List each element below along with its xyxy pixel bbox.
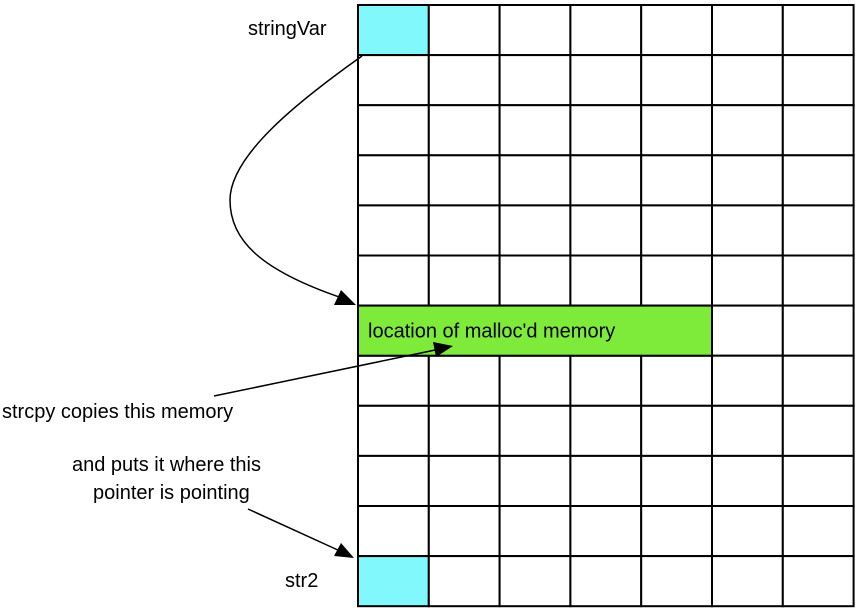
memory-cell: [357, 54, 430, 107]
strcpy-arrowhead: [433, 342, 453, 357]
memory-cell: [640, 254, 714, 307]
memory-cell: [427, 54, 501, 107]
memory-cell: [711, 354, 784, 407]
malloc-block-group: location of malloc'd memory: [357, 304, 713, 357]
strcpy-arrow: [213, 348, 441, 397]
memory-cell: [427, 104, 501, 157]
string-var-arrowhead: [334, 290, 356, 305]
str2-pointer-arrow: [247, 508, 341, 552]
memory-cell: [781, 505, 855, 558]
memory-cell: [498, 454, 572, 507]
memory-cell: [427, 4, 501, 57]
memory-cell: [427, 404, 501, 457]
memory-cell: [569, 505, 643, 558]
memory-cell: [498, 154, 572, 207]
memory-cell: [711, 505, 784, 558]
memory-cell: [427, 204, 501, 257]
string-var-label: stringVar: [248, 18, 327, 40]
memory-cell: [498, 54, 572, 107]
memory-cell: [498, 555, 572, 608]
memory-cell: [498, 505, 572, 558]
memory-cell: [498, 204, 572, 257]
memory-cell: [711, 204, 784, 257]
memory-cell: [711, 54, 784, 107]
memory-cell: [569, 104, 643, 157]
str2-label: str2: [285, 570, 318, 592]
memory-cell: [640, 204, 714, 257]
memory-cell: [711, 154, 784, 207]
memory-cell: [357, 404, 430, 457]
memory-cell: [569, 354, 643, 407]
memory-cell: [640, 4, 714, 57]
memory-cell: [781, 54, 855, 107]
memory-cell: [498, 354, 572, 407]
memory-cell: [427, 154, 501, 207]
memory-cell: [357, 454, 430, 507]
memory-cell: [711, 104, 784, 157]
memory-cell: [357, 154, 430, 207]
memory-cell: [498, 104, 572, 157]
memory-cell: [357, 204, 430, 257]
memory-cell: [640, 454, 714, 507]
memory-cell: [711, 555, 784, 608]
memory-cell: [357, 505, 430, 558]
memory-cell: [427, 555, 501, 608]
memory-cell: [640, 154, 714, 207]
memory-cell: [569, 54, 643, 107]
malloc-memory-block: [357, 304, 713, 357]
memory-cell: [357, 254, 430, 307]
memory-cell: [711, 404, 784, 457]
memory-cell: [498, 404, 572, 457]
memory-cell: [781, 154, 855, 207]
string-var-pointer-arrow: [229, 55, 363, 299]
str2-arrowhead: [334, 543, 354, 558]
memory-cell: [498, 254, 572, 307]
memory-cell: [781, 4, 855, 57]
memory-cell: [569, 254, 643, 307]
memory-cell: [640, 54, 714, 107]
memory-cell: [569, 154, 643, 207]
memory-cell: [498, 4, 572, 57]
memory-grid: [357, 4, 855, 608]
malloc-memory-label: location of malloc'd memory: [368, 321, 615, 343]
memory-cell: [640, 555, 714, 608]
memory-cell: [711, 254, 784, 307]
memory-cell: [640, 104, 714, 157]
memory-cell: [781, 404, 855, 457]
memory-cell: [569, 454, 643, 507]
memory-cell: [569, 204, 643, 257]
memory-cell: [781, 555, 855, 608]
memory-cell: [640, 505, 714, 558]
memory-cell: [781, 454, 855, 507]
memory-cell: [569, 555, 643, 608]
memory-cell: [427, 254, 501, 307]
memory-cell: [711, 454, 784, 507]
pointer-cell: [357, 555, 430, 608]
memory-cell: [711, 304, 784, 357]
memory-cell: [357, 104, 430, 157]
memory-cell: [357, 354, 430, 407]
memory-cell: [781, 204, 855, 257]
pointer-cell: [357, 4, 430, 57]
puts-note-line2: pointer is pointing: [93, 482, 250, 504]
memory-cell: [781, 104, 855, 157]
memory-cell: [427, 454, 501, 507]
memory-cell: [427, 505, 501, 558]
memory-cell: [569, 4, 643, 57]
puts-note-line1: and puts it where this: [72, 454, 261, 476]
memory-cell: [427, 354, 501, 407]
memory-cell: [640, 354, 714, 407]
memory-cell: [781, 304, 855, 357]
strcpy-note: strcpy copies this memory: [2, 401, 233, 423]
memory-cell: [781, 254, 855, 307]
memory-cell: [640, 404, 714, 457]
memory-cell: [569, 404, 643, 457]
memory-cell: [711, 4, 784, 57]
memory-cell: [781, 354, 855, 407]
